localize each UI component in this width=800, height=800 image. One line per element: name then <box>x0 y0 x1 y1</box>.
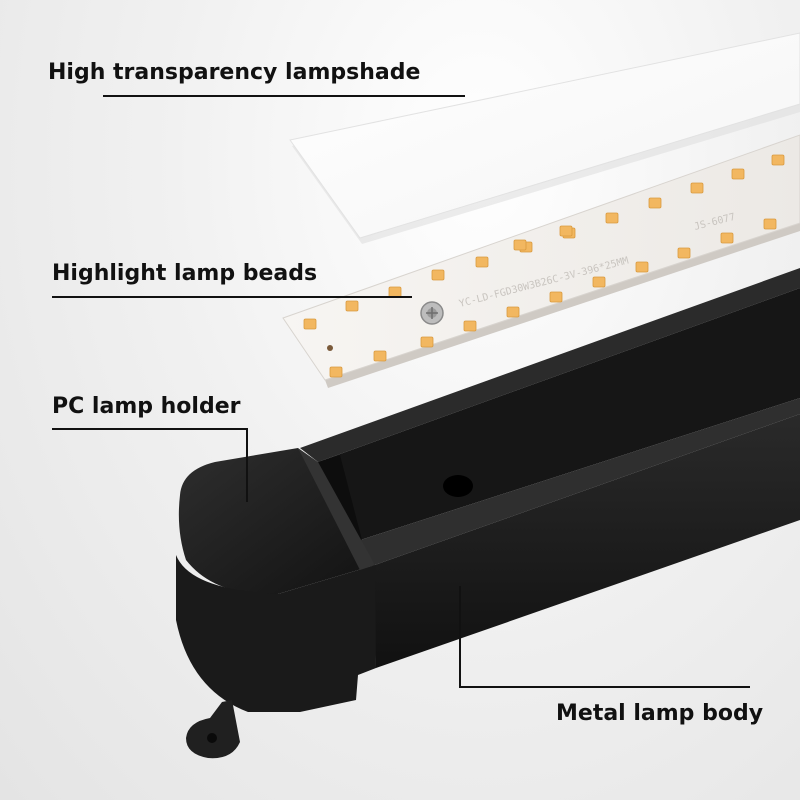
led-chip <box>373 350 387 362</box>
label-pc-holder: PC lamp holder <box>52 394 241 419</box>
lampshade <box>289 32 800 244</box>
led-chip <box>720 232 734 244</box>
led-chip <box>475 256 489 268</box>
led-chip <box>549 291 563 303</box>
body-lip <box>345 398 800 566</box>
body-top-rim <box>300 268 800 462</box>
led-chip <box>731 168 745 180</box>
pc-lamp-holder <box>176 448 376 759</box>
label-lamp-beads: Highlight lamp beads <box>52 261 318 286</box>
mounting-hole <box>443 475 473 497</box>
led-chip <box>431 269 445 281</box>
led-chip <box>506 306 520 318</box>
end-cap-front <box>176 555 376 712</box>
led-chip <box>329 366 343 378</box>
end-cap-top <box>178 448 375 595</box>
led-chips <box>303 154 785 378</box>
metal-lamp-body <box>300 268 800 668</box>
led-chip <box>771 154 785 166</box>
board-screw <box>420 301 444 325</box>
leader-line-pc-holder <box>52 428 248 430</box>
led-chip <box>463 320 477 332</box>
lampshade-panel <box>289 32 800 239</box>
end-cap-seam <box>298 448 375 570</box>
label-lampshade: High transparency lampshade <box>48 60 421 85</box>
body-side <box>372 414 800 668</box>
led-chip <box>605 212 619 224</box>
leader-line-lampshade <box>103 95 465 97</box>
leader-line-pc-holder-vertical <box>246 428 248 502</box>
led-board-surface <box>282 134 800 381</box>
label-metal-body: Metal lamp body <box>556 701 764 726</box>
led-chip <box>592 276 606 288</box>
board-hole <box>327 345 333 351</box>
led-chip <box>420 336 434 348</box>
led-board-edge <box>325 223 800 388</box>
leader-line-lamp-beads <box>52 296 412 298</box>
body-channel <box>318 288 800 545</box>
leader-line-metal-body <box>459 686 750 688</box>
led-chip <box>345 300 359 312</box>
led-chip <box>677 247 691 259</box>
led-chip <box>303 318 317 330</box>
led-chip <box>690 182 704 194</box>
end-cap-tab <box>186 700 240 759</box>
led-chip <box>635 261 649 273</box>
led-chip <box>648 197 662 209</box>
led-chip <box>559 225 573 237</box>
leader-line-metal-body-vertical <box>459 586 461 688</box>
led-board: YC-LD-FGD30W3B26C-3V-396*25MM JS-6077 <box>282 134 800 388</box>
led-chip <box>513 239 527 251</box>
led-chip <box>763 218 777 230</box>
end-cap-tab-hole <box>207 733 217 743</box>
